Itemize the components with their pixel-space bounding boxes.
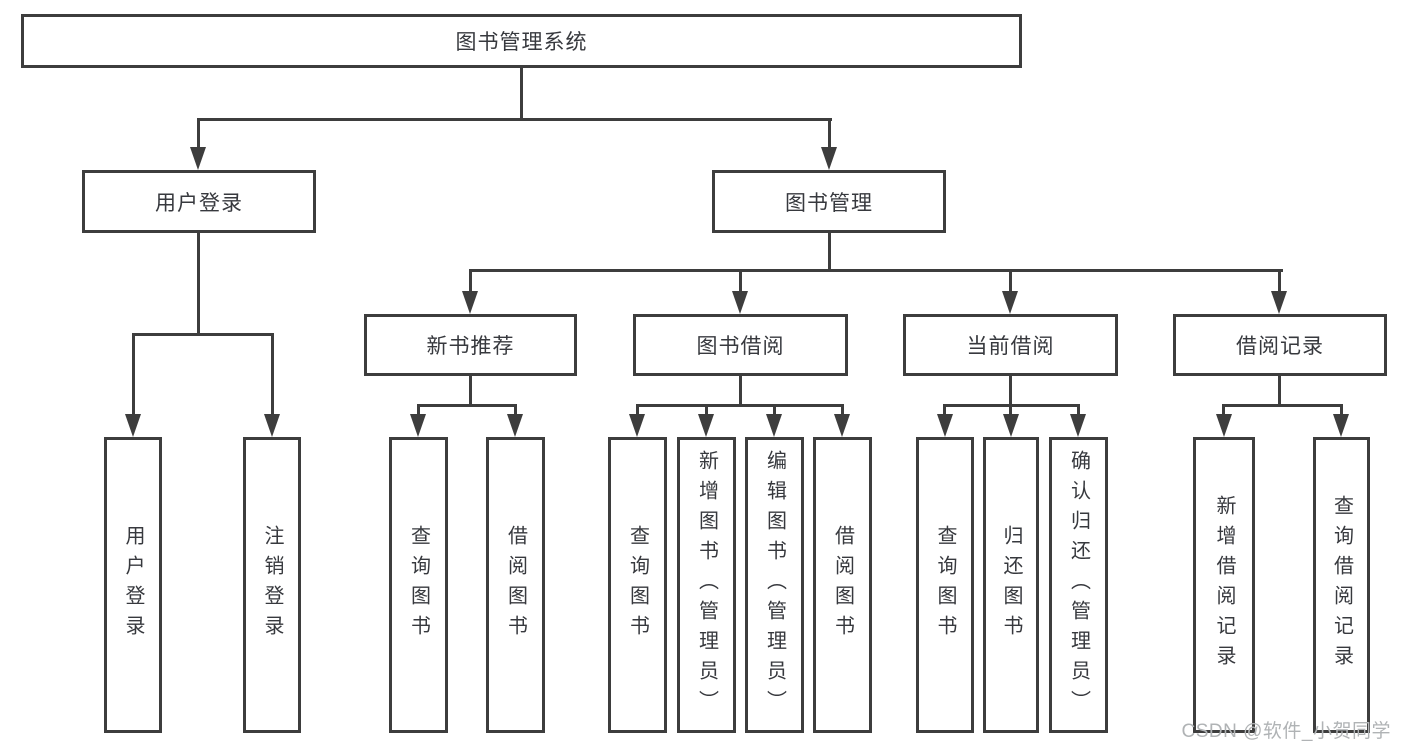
leaf-borrow-books: 借阅图书 <box>486 437 545 733</box>
arrow-down-icon <box>410 414 426 437</box>
leaf-confirm-return-admin: 确认归还（管理员） <box>1049 437 1108 733</box>
arrow-down-icon <box>937 414 953 437</box>
arrow-down-icon <box>732 291 748 314</box>
arrow-down-icon <box>1002 291 1018 314</box>
connector-branch-level3 <box>469 269 1283 272</box>
connector-stem <box>469 376 472 407</box>
arrow-down-icon <box>834 414 850 437</box>
leaf-query-borrow-record: 查询借阅记录 <box>1313 437 1370 733</box>
leaf-query-books: 查询图书 <box>608 437 667 733</box>
connector-drop <box>636 404 639 417</box>
connector-drop <box>417 404 420 417</box>
arrow-down-icon <box>1216 414 1232 437</box>
connector-drop <box>773 404 776 417</box>
leaf-logout: 注销登录 <box>243 437 301 733</box>
connector-stem <box>1278 376 1281 407</box>
node-label: 图书借阅 <box>696 335 785 358</box>
connector-stem <box>1009 376 1012 407</box>
connector-drop <box>841 404 844 417</box>
leaf-query-books: 查询图书 <box>916 437 974 733</box>
arrow-down-icon <box>1333 414 1349 437</box>
connector-drop <box>514 404 517 417</box>
leaf-label: 查询图书 <box>934 525 956 645</box>
watermark: CSDN @软件_小贺同学 <box>1181 721 1391 742</box>
connector-drop <box>469 269 472 293</box>
node-label: 图书管理系统 <box>455 31 588 54</box>
leaf-label: 查询图书 <box>626 525 649 645</box>
arrow-down-icon <box>462 291 478 314</box>
connector-drop <box>1009 269 1012 293</box>
arrow-down-icon <box>698 414 714 437</box>
leaf-label: 借阅图书 <box>831 525 854 645</box>
connector-drop <box>1222 404 1225 417</box>
leaf-label: 借阅图书 <box>504 525 527 645</box>
leaf-label: 新增借阅记录 <box>1213 495 1235 675</box>
leaf-label: 新增图书（管理员） <box>695 450 718 720</box>
arrow-down-icon <box>507 414 523 437</box>
arrow-down-icon <box>190 147 206 170</box>
leaf-add-books-admin: 新增图书（管理员） <box>677 437 736 733</box>
arrow-down-icon <box>821 147 837 170</box>
leaf-label: 确认归还（管理员） <box>1067 450 1090 720</box>
leaf-label: 归还图书 <box>1000 525 1022 645</box>
leaf-label: 注销登录 <box>261 525 283 645</box>
leaf-query-books: 查询图书 <box>389 437 448 733</box>
node-borrowing-records: 借阅记录 <box>1173 314 1387 376</box>
leaf-return-books: 归还图书 <box>983 437 1039 733</box>
leaf-edit-books-admin: 编辑图书（管理员） <box>745 437 804 733</box>
connector-stem <box>739 376 742 407</box>
leaf-label: 编辑图书（管理员） <box>763 450 786 720</box>
node-new-book-recommendation: 新书推荐 <box>364 314 577 376</box>
leaf-label: 查询借阅记录 <box>1330 495 1353 675</box>
arrow-down-icon <box>629 414 645 437</box>
node-book-borrowing: 图书借阅 <box>633 314 848 376</box>
node-user-login: 用户登录 <box>82 170 316 233</box>
node-library-management-system: 图书管理系统 <box>21 14 1022 68</box>
connector-book-stem <box>828 233 831 272</box>
leaf-borrow-books: 借阅图书 <box>813 437 872 733</box>
connector-drop <box>705 404 708 417</box>
connector-branch <box>1222 404 1343 407</box>
connector-root-stem <box>520 68 523 121</box>
leaf-add-borrow-record: 新增借阅记录 <box>1193 437 1255 733</box>
connector-branch <box>636 404 844 407</box>
connector-drop <box>739 269 742 293</box>
leaf-label: 用户登录 <box>122 525 144 645</box>
connector-drop <box>1278 269 1281 293</box>
connector-drop <box>1340 404 1343 417</box>
node-label: 用户登录 <box>155 191 243 215</box>
leaf-label: 查询图书 <box>407 525 430 645</box>
connector-drop <box>1009 404 1012 417</box>
node-book-management: 图书管理 <box>712 170 946 233</box>
connector-drop <box>132 333 135 416</box>
node-label: 借阅记录 <box>1236 335 1324 358</box>
connector-drop <box>197 118 200 150</box>
arrow-down-icon <box>264 414 280 437</box>
leaf-user-login: 用户登录 <box>104 437 162 733</box>
connector-drop <box>943 404 946 417</box>
arrow-down-icon <box>1003 414 1019 437</box>
connector-drop <box>1077 404 1080 417</box>
connector-branch-level2 <box>197 118 832 121</box>
arrow-down-icon <box>125 414 141 437</box>
node-label: 图书管理 <box>785 191 873 215</box>
node-label: 当前借阅 <box>966 335 1055 358</box>
node-label: 新书推荐 <box>426 335 515 358</box>
arrow-down-icon <box>766 414 782 437</box>
node-current-borrowing: 当前借阅 <box>903 314 1118 376</box>
connector-user-stem <box>197 233 200 336</box>
arrow-down-icon <box>1070 414 1086 437</box>
connector-drop <box>271 333 274 416</box>
connector-drop <box>828 118 831 150</box>
connector-branch <box>417 404 517 407</box>
arrow-down-icon <box>1271 291 1287 314</box>
connector-branch-user <box>132 333 274 336</box>
